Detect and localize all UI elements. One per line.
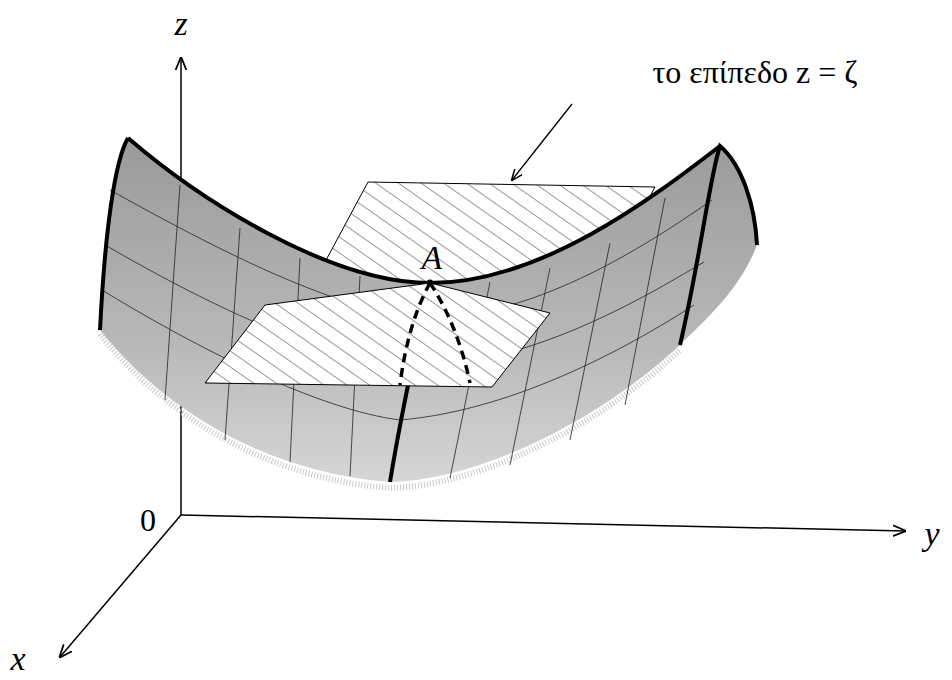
point-a bbox=[427, 280, 434, 287]
axis-label: x bbox=[10, 642, 25, 676]
axis-label: y bbox=[924, 517, 939, 551]
leader-arrow bbox=[512, 104, 572, 180]
point-label: A bbox=[422, 241, 443, 275]
axes bbox=[60, 58, 905, 657]
front-plane bbox=[205, 283, 550, 387]
surface-edges bbox=[100, 138, 757, 482]
section-curves bbox=[400, 283, 470, 385]
axis-label: z bbox=[174, 7, 187, 41]
surface-grid bbox=[102, 185, 712, 478]
saddle-surface bbox=[100, 138, 757, 482]
plane-label: το επίπεδο z = ζ bbox=[652, 56, 857, 88]
origin-label: 0 bbox=[140, 504, 156, 536]
front-plane-hatch bbox=[205, 283, 550, 387]
